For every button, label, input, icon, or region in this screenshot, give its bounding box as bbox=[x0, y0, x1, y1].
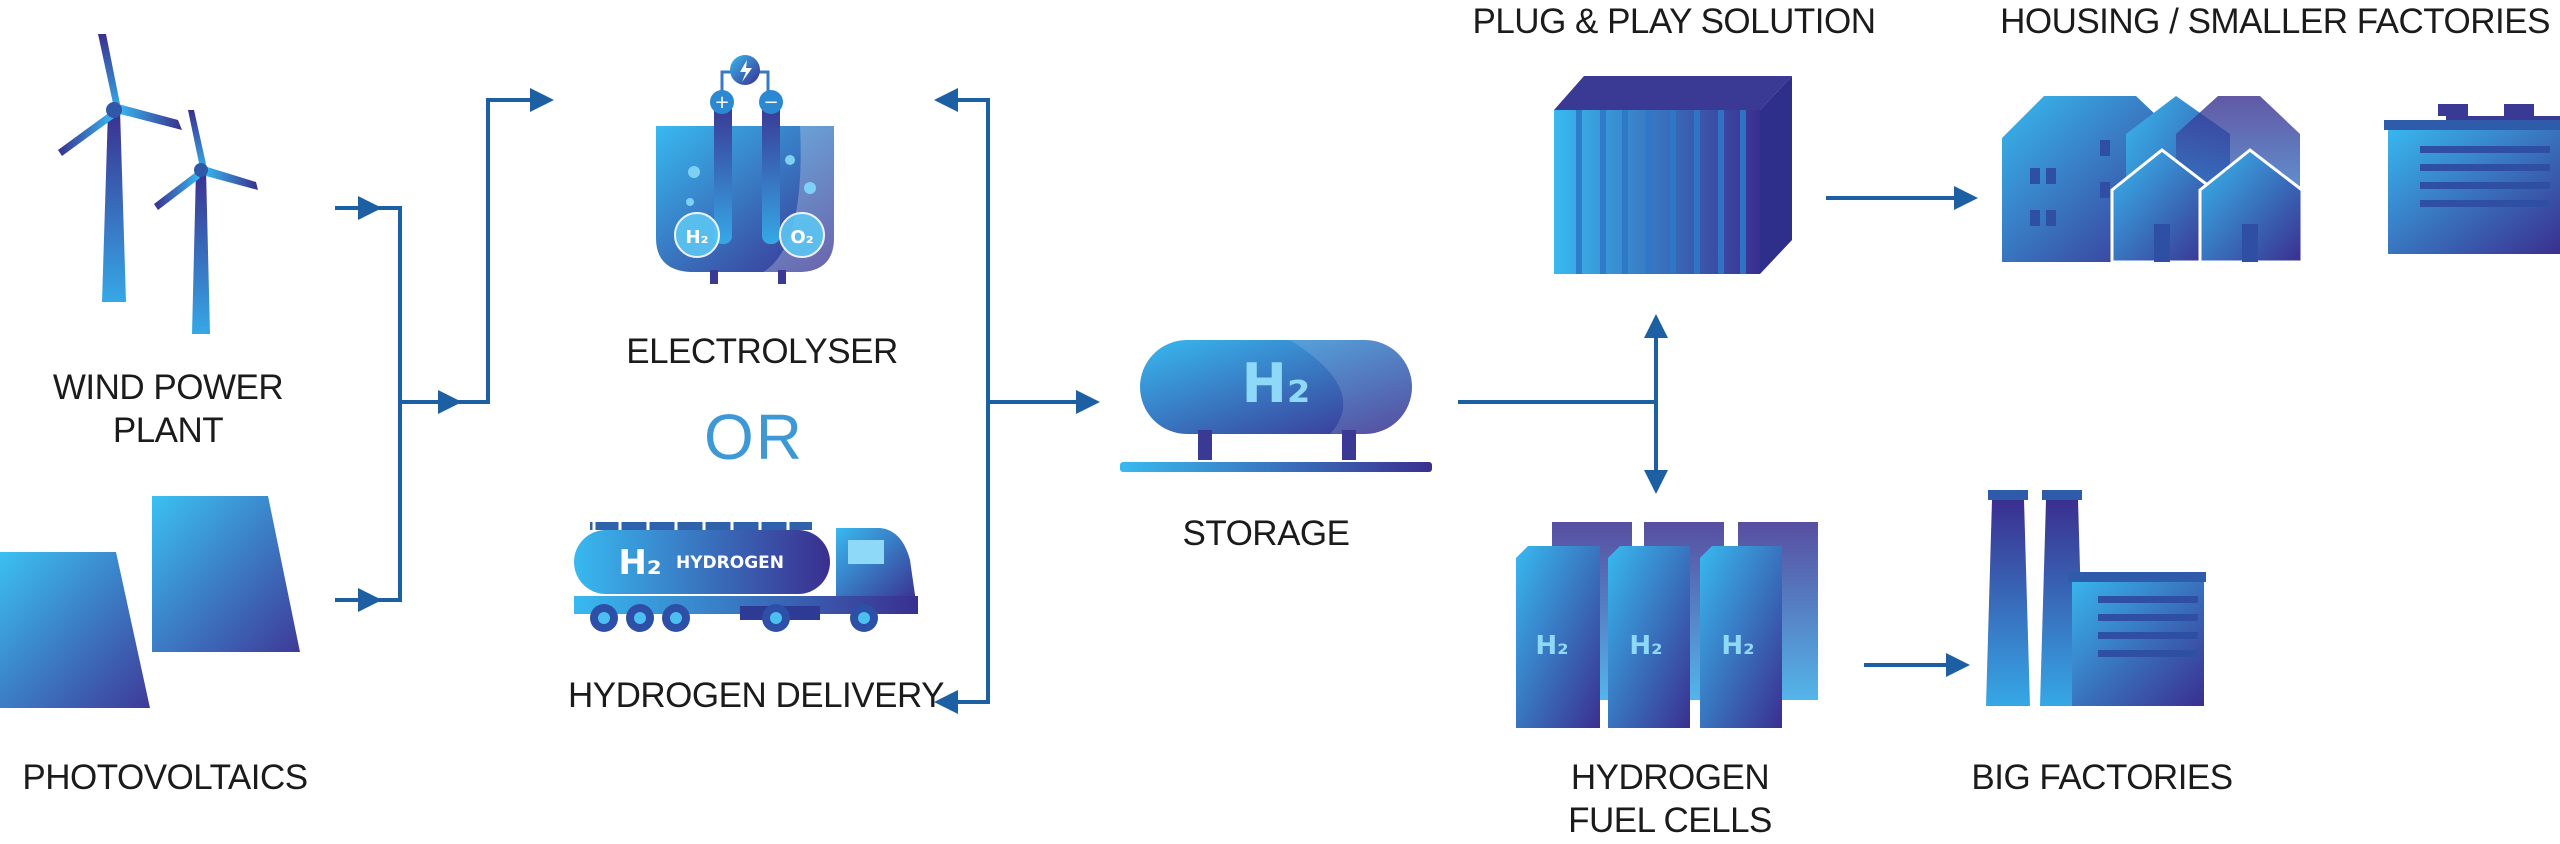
fuel-cells-label: HYDROGEN FUEL CELLS bbox=[1530, 756, 1810, 842]
fuel-cell-h2-text-2: H₂ bbox=[1629, 631, 1662, 661]
small-factory-icon bbox=[2384, 104, 2560, 254]
storage-tank-icon: H₂ bbox=[1120, 340, 1432, 472]
storage-h2-text: H₂ bbox=[1242, 352, 1311, 415]
wind-power-plant-label: WIND POWER PLANT bbox=[38, 366, 298, 452]
svg-text:+: + bbox=[714, 92, 729, 113]
fuel-cells-label-line2: FUEL CELLS bbox=[1568, 801, 1772, 840]
solar-panels-icon bbox=[0, 496, 300, 708]
collector-bracket-left bbox=[360, 206, 402, 602]
electrolyser-h2-text: H₂ bbox=[686, 227, 709, 248]
plug-and-play-label: PLUG & PLAY SOLUTION bbox=[1472, 2, 1876, 41]
or-label: OR bbox=[704, 401, 804, 473]
hydrogen-truck-icon: H₂ HYDROGEN bbox=[574, 522, 918, 632]
bracket-right bbox=[940, 98, 990, 704]
container-icon bbox=[1554, 76, 1792, 274]
truck-hydrogen-text: HYDROGEN bbox=[676, 553, 784, 573]
photovoltaics-label: PHOTOVOLTAICS bbox=[22, 758, 308, 797]
electrolyser-o2-text: O₂ bbox=[790, 227, 813, 248]
storage-label: STORAGE bbox=[1182, 514, 1350, 553]
housing-icon bbox=[2002, 96, 2304, 264]
fuel-cells-label-line1: HYDROGEN bbox=[1570, 758, 1770, 797]
fuel-cell-h2-text-3: H₂ bbox=[1721, 631, 1754, 661]
svg-text:−: − bbox=[763, 92, 778, 113]
wind-label-line2: PLANT bbox=[112, 411, 224, 450]
arrow-to-electrolyser bbox=[458, 88, 554, 404]
fuel-cells-icon: H₂ H₂ H₂ bbox=[1516, 522, 1818, 728]
wind-turbine-icon bbox=[58, 34, 258, 334]
big-factory-icon bbox=[1986, 490, 2206, 706]
housing-label: HOUSING / SMALLER FACTORIES bbox=[2000, 2, 2550, 41]
hydrogen-delivery-label: HYDROGEN DELIVERY bbox=[568, 676, 944, 715]
fuel-cell-h2-text-1: H₂ bbox=[1535, 631, 1568, 661]
connector-arrows bbox=[335, 88, 1978, 714]
big-factories-label: BIG FACTORIES bbox=[1971, 758, 2233, 797]
truck-h2-text: H₂ bbox=[618, 543, 661, 583]
electrolyser-label: ELECTROLYSER bbox=[626, 332, 898, 371]
electrolyser-icon: + − H₂ O₂ bbox=[656, 55, 836, 284]
wind-label-line1: WIND POWER bbox=[52, 368, 284, 407]
